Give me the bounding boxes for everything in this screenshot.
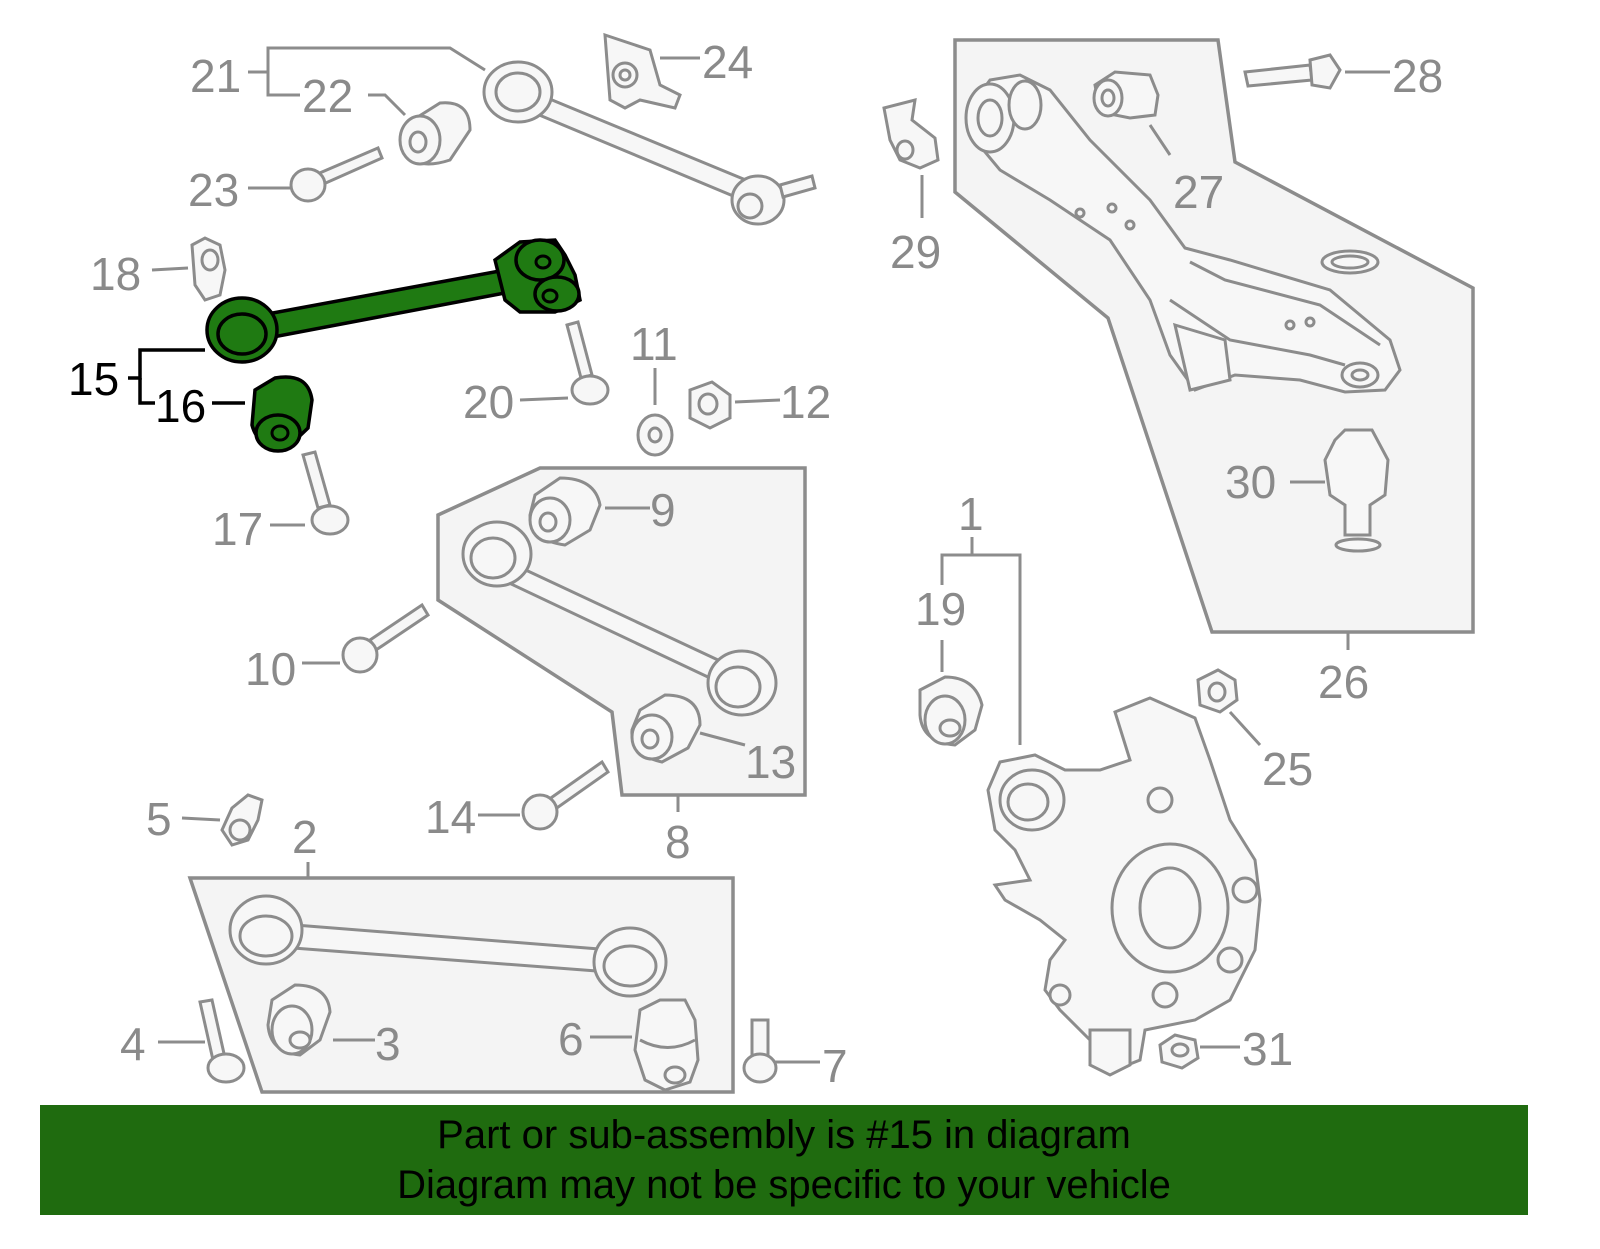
label-27: 27 <box>1173 166 1224 218</box>
part-number-labels: 21 22 23 24 18 15 16 17 20 11 12 9 10 13… <box>68 36 1443 1092</box>
label-4: 4 <box>120 1018 146 1070</box>
part-11-washer <box>636 413 674 457</box>
label-26: 26 <box>1318 656 1369 708</box>
part-7-bolt <box>742 1018 778 1084</box>
banner-line-1: Part or sub-assembly is #15 in diagram <box>437 1113 1131 1157</box>
label-15: 15 <box>68 353 119 405</box>
label-21: 21 <box>190 50 241 102</box>
part-4-bolt <box>198 998 246 1084</box>
label-22: 22 <box>302 70 353 122</box>
part-19-bushing <box>918 675 984 747</box>
part-27-bushing <box>1092 70 1160 120</box>
label-8: 8 <box>665 816 691 868</box>
label-17: 17 <box>212 503 263 555</box>
part-28-bolt <box>1243 53 1342 90</box>
label-5: 5 <box>146 793 172 845</box>
part-31-nut <box>1158 1033 1200 1070</box>
banner-line-2: Diagram may not be specific to your vehi… <box>397 1163 1171 1207</box>
panel-8 <box>436 466 807 797</box>
label-11: 11 <box>630 318 678 370</box>
label-13: 13 <box>745 736 796 788</box>
part-30-ball-joint <box>1323 428 1390 553</box>
part-15-control-arm <box>205 238 582 364</box>
label-16: 16 <box>155 380 206 432</box>
label-24: 24 <box>702 36 753 88</box>
part-23-bolt <box>289 146 384 203</box>
part-21-control-arm <box>482 60 817 226</box>
label-2: 2 <box>292 811 318 863</box>
label-31: 31 <box>1242 1023 1293 1075</box>
part-22-bushing <box>398 101 472 166</box>
part-17-bolt <box>301 450 350 536</box>
label-30: 30 <box>1225 456 1276 508</box>
part-14-bolt <box>521 759 611 831</box>
part-25-nut <box>1196 668 1239 714</box>
part-20-bolt <box>565 320 610 406</box>
label-1: 1 <box>958 488 984 540</box>
label-23: 23 <box>188 164 239 216</box>
info-banner: Part or sub-assembly is #15 in diagram D… <box>40 1105 1528 1215</box>
part-10-bolt <box>341 602 431 674</box>
label-6: 6 <box>558 1013 584 1065</box>
part-18-bracket <box>190 236 227 302</box>
leader-lines <box>128 46 1390 1064</box>
label-25: 25 <box>1262 743 1313 795</box>
label-14: 14 <box>425 791 476 843</box>
part-29-bracket <box>882 97 940 170</box>
label-28: 28 <box>1392 50 1443 102</box>
part-24-bracket <box>603 32 682 110</box>
label-9: 9 <box>650 484 676 536</box>
label-7: 7 <box>822 1040 848 1092</box>
part-1-knuckle <box>986 696 1262 1077</box>
label-20: 20 <box>463 376 514 428</box>
label-10: 10 <box>245 643 296 695</box>
panel-26 <box>953 38 1475 634</box>
part-26-ring <box>1320 249 1380 275</box>
label-3: 3 <box>375 1018 401 1070</box>
part-16-bushing <box>250 375 314 453</box>
label-18: 18 <box>90 248 141 300</box>
panel-2 <box>187 876 735 1094</box>
label-19: 19 <box>915 583 966 635</box>
part-12-nut <box>688 380 732 430</box>
label-29: 29 <box>890 226 941 278</box>
part-5-bolt <box>220 793 264 847</box>
label-12: 12 <box>780 376 831 428</box>
